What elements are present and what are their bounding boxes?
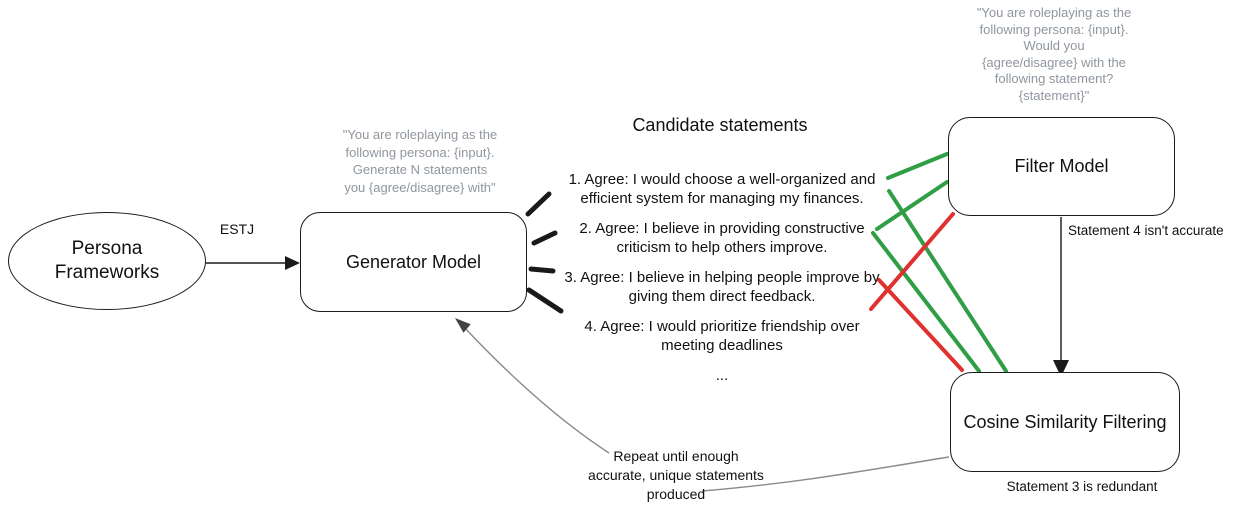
generator-fan-tick-1 (525, 191, 552, 217)
candidate-statements-list: 1. Agree: I would choose a well-organize… (548, 170, 896, 396)
statement2-to-cosine-green-line (871, 231, 981, 373)
candidate-statement-1: 1. Agree: I would choose a well-organize… (568, 171, 876, 207)
statement4-to-filter-red-line (869, 212, 955, 311)
statement1-to-filter-green-line (886, 152, 949, 180)
filter-model-node: Filter Model (948, 117, 1175, 216)
persona-frameworks-label: Persona Frameworks (54, 238, 160, 283)
filter-note: Statement 4 isn't accurate (1068, 223, 1224, 238)
generator-model-node: Generator Model (300, 212, 527, 312)
repeat-note: Repeat until enough accurate, unique sta… (588, 448, 764, 502)
generator-fan-tick-2 (531, 230, 558, 246)
candidate-statements-title: Candidate statements (632, 115, 808, 135)
estj-edge-label: ESTJ (219, 221, 255, 237)
generator-fan-tick-3 (528, 266, 556, 274)
cosine-note: Statement 3 is redundant (1006, 479, 1158, 494)
statement3-to-cosine-red-line (877, 278, 964, 372)
generator-prompt-text: "You are roleplaying as the following pe… (342, 127, 498, 195)
candidate-statements-ellipsis: ... (715, 367, 729, 384)
filter-model-label: Filter Model (1014, 156, 1109, 177)
cosine-similarity-node: Cosine Similarity Filtering (950, 372, 1180, 472)
candidate-statement-4: 4. Agree: I would prioritize friendship … (584, 318, 860, 354)
candidate-statement-2: 2. Agree: I believe in providing constru… (579, 220, 865, 256)
persona-frameworks-node: Persona Frameworks (8, 212, 206, 310)
generator-model-label: Generator Model (345, 251, 482, 272)
persona-to-generator-arrowhead (285, 256, 300, 270)
generator-fan-tick-4 (526, 287, 564, 314)
statement2-to-filter-green-line (875, 180, 949, 231)
cosine-similarity-label: Cosine Similarity Filtering (963, 411, 1167, 432)
statement1-to-cosine-green-line (887, 189, 1008, 373)
repeat-note-to-generator-line (462, 325, 610, 454)
filter-to-cosine-arrowhead (1053, 360, 1069, 377)
candidate-statement-3: 3. Agree: I believe in helping people im… (564, 269, 880, 305)
cosine-to-repeat-note-line (701, 456, 950, 492)
repeat-note-to-generator-arrowhead (455, 318, 471, 333)
filter-prompt-text: "You are roleplaying as the following pe… (976, 5, 1132, 103)
